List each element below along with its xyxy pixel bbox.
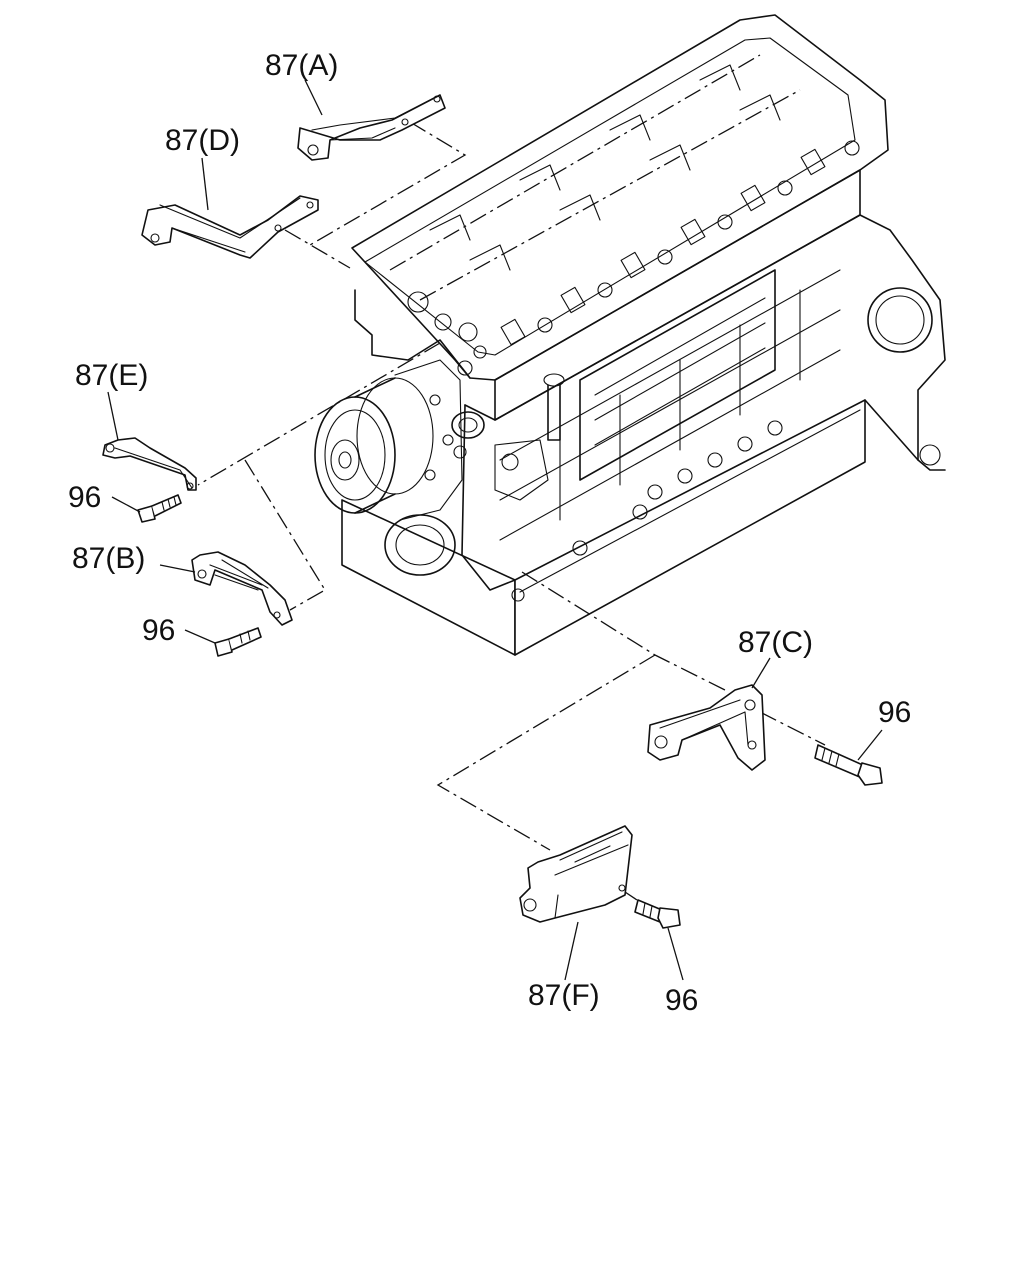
callout-87c: 87(C) (738, 626, 813, 659)
callout-87e: 87(E) (75, 359, 148, 392)
bolt-c-part (814, 744, 883, 786)
leader-lines (107, 79, 883, 981)
callout-87a: 87(A) (265, 49, 338, 82)
bolt-e-part (137, 494, 182, 523)
bracket-f-part (519, 825, 633, 923)
callout-87b: 87(B) (72, 542, 145, 575)
callout-96-c: 96 (878, 696, 911, 729)
callout-87d: 87(D) (165, 124, 240, 157)
callout-96-b: 96 (142, 614, 175, 647)
bracket-e-part (102, 437, 197, 491)
callout-96-f: 96 (665, 984, 698, 1017)
bolt-f-part (634, 899, 681, 929)
callout-87f: 87(F) (528, 979, 600, 1012)
callout-96-e: 96 (68, 481, 101, 514)
bracket-c-part (647, 684, 766, 771)
engine-block (314, 14, 946, 656)
bracket-d-part (141, 195, 319, 259)
assembly-lines (197, 121, 826, 903)
bracket-a-part (297, 94, 446, 161)
bracket-b-part (191, 551, 293, 626)
bolt-b-part (214, 627, 262, 657)
